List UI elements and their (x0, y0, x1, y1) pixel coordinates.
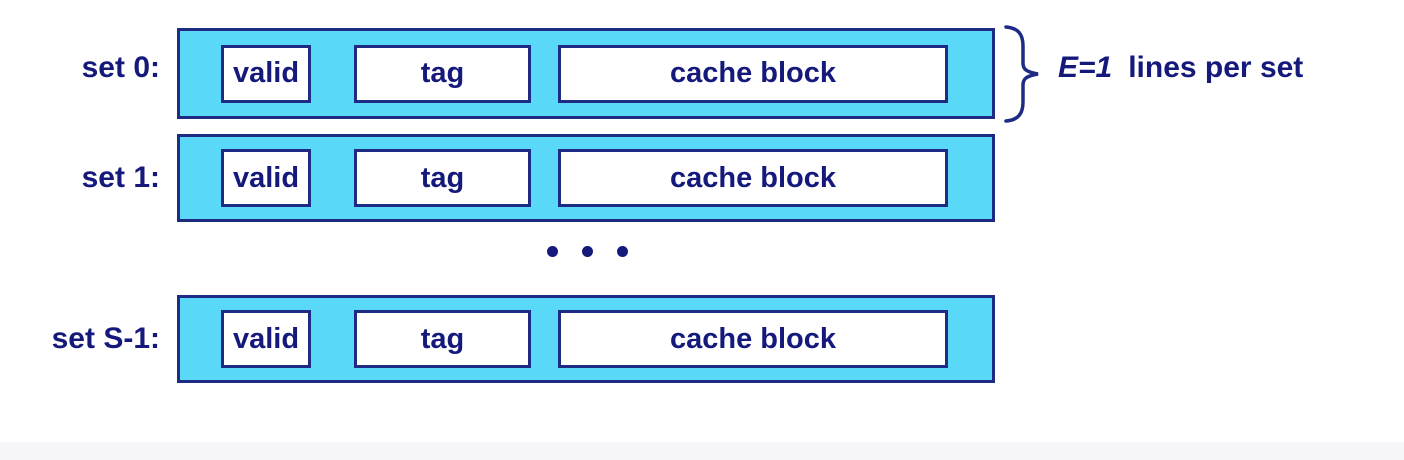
curly-brace-icon (1004, 25, 1039, 123)
set-s-1-label: set S-1: (51, 322, 160, 355)
set-0-label: set 0: (81, 51, 160, 84)
cache-block-cell: cache block (558, 310, 948, 368)
footer-band (0, 442, 1404, 460)
tag-cell: tag (354, 44, 531, 103)
lines-per-set-annotation: E=1 lines per set (1058, 50, 1303, 86)
set-0-box: valid tag cache block (177, 28, 995, 119)
valid-cell: valid (221, 149, 311, 207)
tag-cell: tag (354, 149, 531, 207)
tag-cell: tag (354, 310, 531, 368)
lines-per-set-label: lines per set (1128, 51, 1304, 84)
valid-cell: valid (221, 44, 311, 103)
set-s-1-box: valid tag cache block (177, 295, 995, 383)
ellipsis-dots (547, 246, 628, 257)
set-1-label: set 1: (81, 161, 160, 194)
cache-block-cell: cache block (558, 149, 948, 207)
set-1-box: valid tag cache block (177, 134, 995, 222)
e-equals-1-label: E=1 (1058, 51, 1113, 84)
cache-block-cell: cache block (558, 44, 948, 103)
ellipsis-dot (617, 246, 628, 257)
valid-cell: valid (221, 310, 311, 368)
ellipsis-dot (547, 246, 558, 257)
ellipsis-dot (582, 246, 593, 257)
